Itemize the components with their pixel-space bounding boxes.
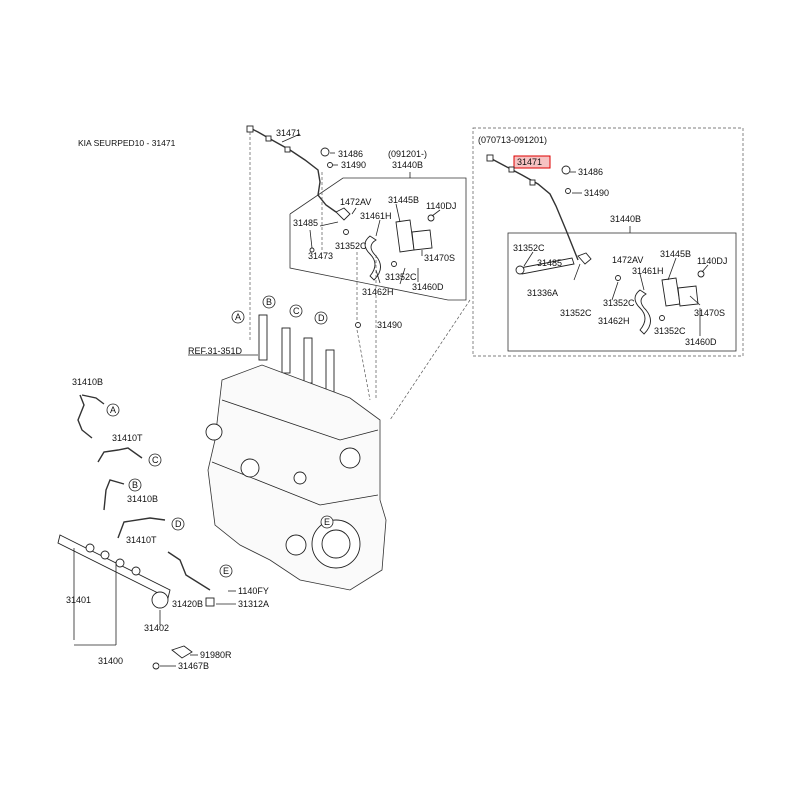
label: 31490 (584, 188, 609, 198)
label: 31485 (537, 258, 562, 268)
label: 31473 (308, 251, 333, 261)
high-pressure-pipes: A C B D E (57, 394, 233, 670)
label: 31462H (598, 316, 630, 326)
label: 31352C (560, 308, 592, 318)
label: 31336A (527, 288, 558, 298)
diagram-title: KIA SEURPED10 - 31471 (78, 138, 176, 148)
right-panel-labels: 31352C 1472AV 31445B 1140DJ 31461H 31485… (513, 243, 727, 347)
marker: B (266, 297, 272, 307)
right-panel: (070713-091201) 31471 31486 31490 31440B (472, 127, 744, 357)
label: 31352C (513, 243, 545, 253)
label: 31462H (362, 287, 394, 297)
label: 31486 (578, 167, 603, 177)
marker: A (110, 405, 116, 415)
label: 31352C (654, 326, 686, 336)
label: 31445B (388, 195, 419, 205)
label: 31352C (603, 298, 635, 308)
marker: E (324, 517, 330, 527)
label: 31460D (685, 337, 717, 347)
marker: B (132, 480, 138, 490)
label: 31352C (335, 241, 367, 251)
label: 31400 (98, 656, 123, 666)
marker: A (235, 312, 241, 322)
label: 1472AV (340, 197, 371, 207)
label: 31420B (172, 599, 203, 609)
injectors: A B C D REF.31-351D (188, 295, 335, 396)
label: 1472AV (612, 255, 643, 265)
highlighted-part[interactable]: 31471 (517, 157, 542, 167)
label: 31461H (632, 266, 664, 276)
label: 31440B (610, 214, 641, 224)
label: 31312A (238, 599, 269, 609)
label: 31470S (694, 308, 725, 318)
label: 31471 (276, 128, 301, 138)
label: 31410T (126, 535, 157, 545)
leader-lines: 31490 (249, 132, 471, 421)
label: 31467B (178, 661, 209, 671)
marker: D (318, 313, 325, 323)
label: 31486 (338, 149, 363, 159)
assembly-labels-left: 1472AV 31445B 1140DJ 31461H 31485 31352C… (293, 195, 456, 297)
label: 31440B (392, 160, 423, 170)
label: 31460D (412, 282, 444, 292)
marker: C (152, 455, 159, 465)
marker: E (223, 566, 229, 576)
marker: C (293, 306, 300, 316)
label: 31470S (424, 253, 455, 263)
date-range: (091201-) (388, 149, 427, 159)
label: 31410T (112, 433, 143, 443)
label: 31401 (66, 595, 91, 605)
fuel-rail-upper-left (246, 125, 338, 213)
label: 31485 (293, 218, 318, 228)
highlight-box[interactable] (513, 155, 551, 169)
engine-block: E (205, 364, 387, 591)
date-range: (070713-091201) (478, 135, 547, 145)
label: 31461H (360, 211, 392, 221)
label: 1140DJ (697, 256, 727, 266)
fuel-rail-upper-labels: 31471 31486 31490 (091201-) 31440B (276, 128, 427, 170)
label: 31490 (341, 160, 366, 170)
label: 31445B (660, 249, 691, 259)
label: 31402 (144, 623, 169, 633)
label: 1140FY (238, 586, 269, 596)
ref-label: REF.31-351D (188, 346, 243, 356)
label: 31352C (385, 272, 417, 282)
assembly-box-left (289, 172, 467, 301)
marker: D (175, 519, 182, 529)
label: 91980R (200, 650, 232, 660)
label: 31490 (377, 320, 402, 330)
label: 1140DJ (426, 201, 456, 211)
label: 31410B (127, 494, 158, 504)
label: 31410B (72, 377, 103, 387)
lower-labels: 31410B 31410T 31410B 31410T 31401 31402 … (66, 377, 269, 671)
